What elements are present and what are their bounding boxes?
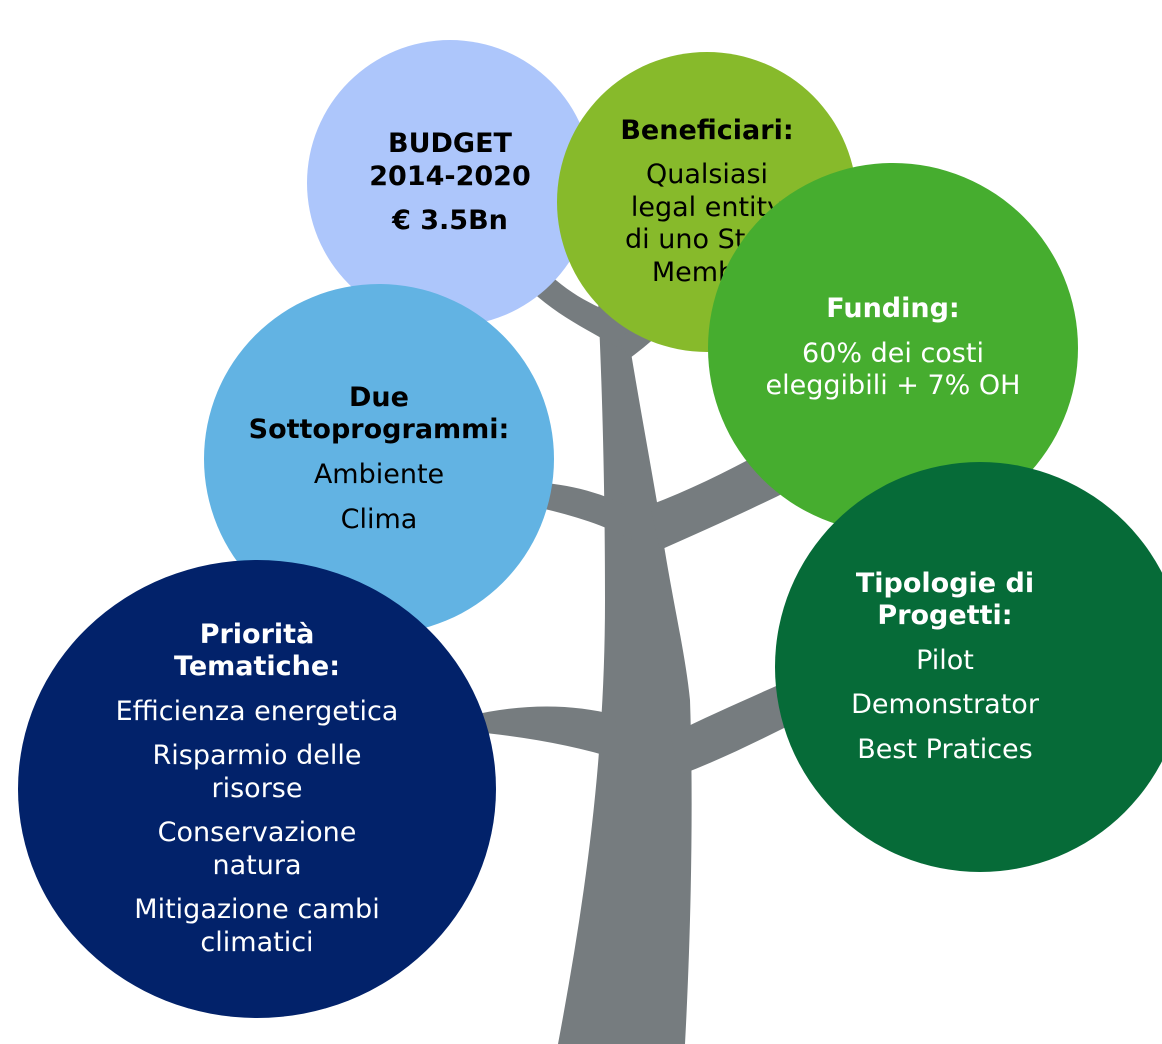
budget-amount: € 3.5Bn — [392, 205, 508, 237]
tipologie-circle: Tipologie di Progetti: Pilot Demonstrato… — [775, 462, 1162, 872]
sottoprogrammi-title-line-2: Sottoprogrammi: — [248, 414, 510, 446]
tree-branch-lower-right — [670, 682, 800, 775]
tree-branch-upper-left — [525, 270, 640, 355]
beneficiari-body-line: legal entity — [630, 191, 784, 223]
priorita-item: Conservazione — [157, 817, 357, 849]
priorita-item: Risparmio delle — [152, 740, 362, 772]
funding-body-line: 60% dei costi — [802, 337, 984, 369]
tipologie-item: Best Pratices — [857, 733, 1033, 765]
funding-body-line: eleggibili + 7% OH — [765, 370, 1021, 402]
priorita-item: risorse — [211, 772, 303, 804]
budget-title-line-1: BUDGET — [388, 128, 512, 160]
funding-title: Funding: — [826, 293, 960, 325]
tipologie-title-line-1: Tipologie di — [855, 567, 1035, 599]
beneficiari-body-line: Qualsiasi — [645, 159, 769, 191]
priorita-item: natura — [212, 849, 302, 881]
budget-circle: BUDGET 2014-2020 € 3.5Bn — [307, 40, 593, 326]
priorita-item: Mitigazione cambi — [134, 894, 380, 926]
sottoprogrammi-title-line-1: Due — [349, 382, 409, 414]
budget-title-line-2: 2014-2020 — [369, 160, 531, 192]
sottoprogrammi-item: Ambiente — [313, 459, 445, 490]
priorita-item: Efficienza energetica — [115, 695, 399, 727]
tipologie-title-line-2: Progetti: — [877, 600, 1013, 632]
tipologie-item: Demonstrator — [851, 689, 1039, 721]
tipologie-item: Pilot — [916, 644, 974, 676]
priorita-item: climatici — [200, 926, 314, 958]
priorita-circle: Priorità Tematiche: Efficienza energetic… — [18, 560, 496, 1018]
tree-trunk — [558, 240, 692, 1044]
beneficiari-title: Beneficiari: — [620, 114, 794, 146]
sottoprogrammi-item: Clima — [340, 503, 418, 535]
priorita-title-line-1: Priorità — [199, 618, 315, 650]
tree-branch-middle-right — [650, 448, 790, 550]
priorita-title-line-2: Tematiche: — [174, 651, 340, 683]
